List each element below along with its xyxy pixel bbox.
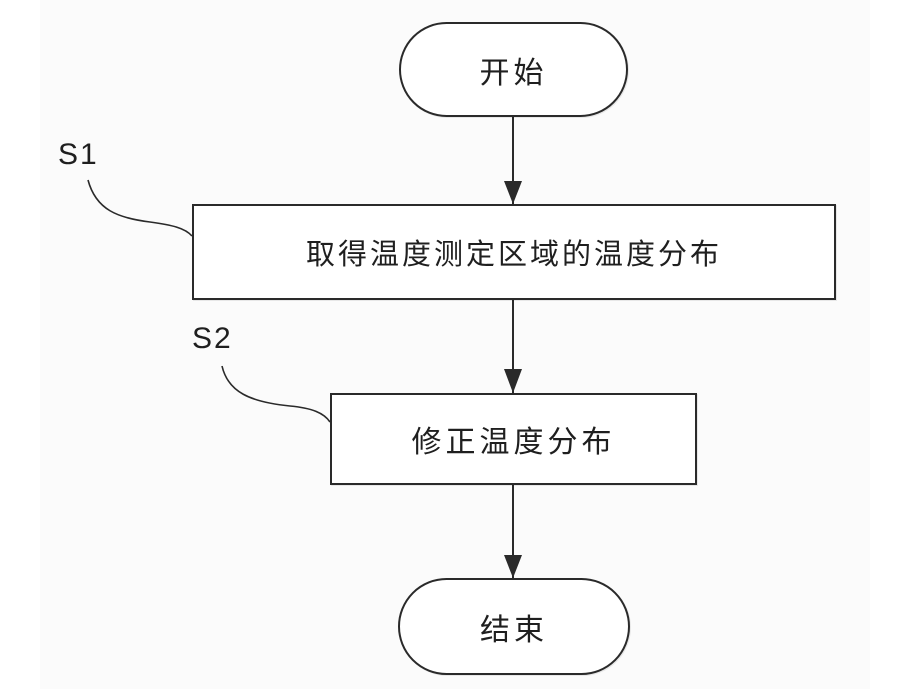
process-box-s2: 修正温度分布 [330,393,697,485]
start-label: 开始 [479,55,548,91]
process-box-s1: 取得温度测定区域的温度分布 [192,204,836,300]
process-label-s2: 修正温度分布 [411,425,616,460]
leader-line-s1 [87,179,193,237]
arrowhead-s1-to-s2 [504,369,522,393]
arrowhead-s2-to-end [504,555,522,578]
leader-line-s2 [221,365,331,423]
start-terminal: 开始 [399,22,628,117]
step-id-s1: S1 [58,138,99,171]
end-terminal: 结束 [398,578,630,675]
end-label: 结束 [480,612,548,648]
arrowhead-start-to-s1 [504,181,522,204]
process-label-s1: 取得温度测定区域的温度分布 [305,237,722,271]
step-id-s2: S2 [192,322,233,355]
